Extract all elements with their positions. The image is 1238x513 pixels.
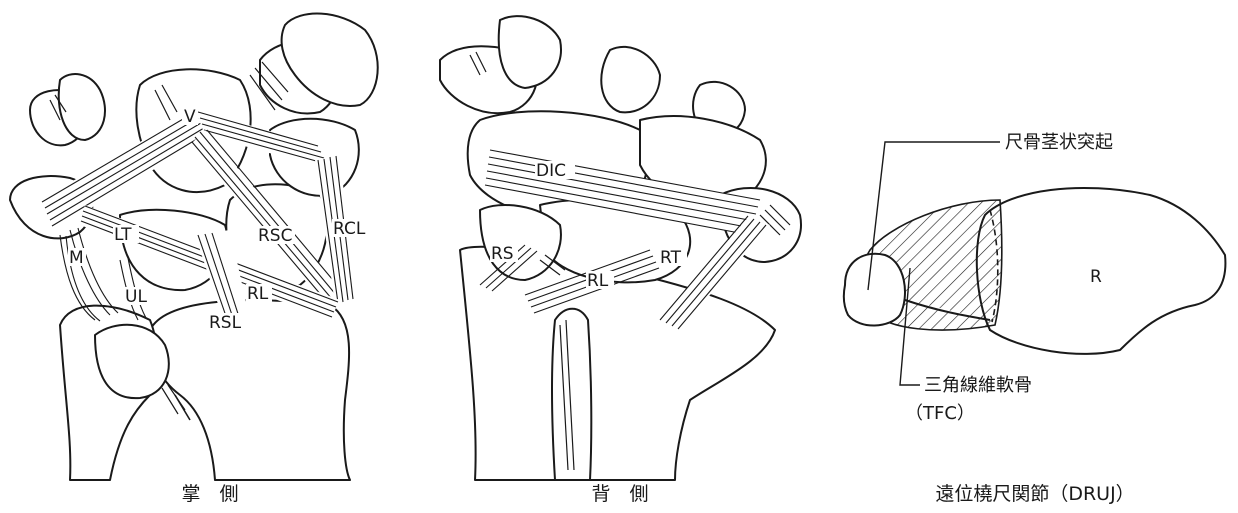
ulnar-styloid-label: 尺骨茎状突起 [1005,132,1113,153]
palmar-view: V LT M UL RL RSL RSC RCL 掌 側 [10,14,378,505]
tfc-label: 三角線維軟骨 [924,375,1032,396]
palmar-label-rcl: RCL [333,219,366,239]
palmar-label-lt: LT [114,225,132,245]
palmar-label-m: M [69,248,84,268]
palmar-radius [150,300,350,480]
dorsal-3rd-metacarpal [499,16,561,88]
tfc-abbr-label: （TFC） [905,403,975,424]
dorsal-view: DIC RS RL RT 背 側 [440,16,801,505]
palmar-label-rl: RL [247,284,269,304]
dorsal-label-rt: RT [660,248,682,268]
druj-ulnar-head [844,254,905,326]
palmar-label-rsc: RSC [258,226,292,246]
dorsal-label-rl: RL [587,271,609,291]
druj-radius-label: R [1090,267,1102,287]
palmar-caption: 掌 側 [181,483,238,505]
palmar-label-v: V [184,107,196,127]
dorsal-4th-metacarpal [601,47,660,113]
druj-view: 尺骨茎状突起 三角線維軟骨 （TFC） R 遠位橈尺関節（DRUJ） [844,132,1226,505]
dorsal-label-rs: RS [491,244,514,264]
palmar-label-rsl: RSL [209,313,242,333]
palmar-label-ul: UL [125,287,147,307]
dorsal-caption: 背 側 [591,483,648,505]
druj-caption: 遠位橈尺関節（DRUJ） [935,483,1134,505]
dorsal-lister-tubercle [552,309,591,480]
dorsal-label-dic: DIC [536,161,566,181]
